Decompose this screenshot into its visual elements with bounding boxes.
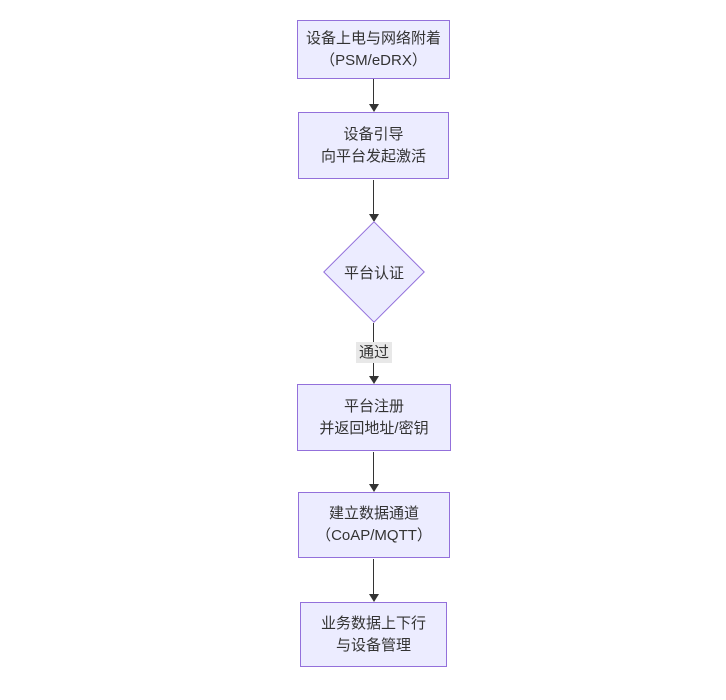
edge-channel-business [373,559,374,594]
node-text-line: 与设备管理 [335,636,411,654]
arrowhead-down-icon [369,104,379,112]
node-business-data: 业务数据上下行 与设备管理 [300,602,447,667]
node-text-line: 平台注册 [343,397,404,415]
node-text-line: 设备引导 [343,125,404,143]
node-power-attach: 设备上电与网络附着 （PSM/eDRX） [297,20,450,79]
arrowhead-down-icon [369,484,379,492]
node-text-line: 设备上电与网络附着 [305,29,441,47]
node-register: 平台注册 并返回地址/密钥 [297,384,451,451]
node-text-line: （PSM/eDRX） [320,51,427,69]
node-text-line: 向平台发起激活 [320,147,426,165]
node-text-line: 业务数据上下行 [320,614,426,632]
node-text-line: （CoAP/MQTT） [316,527,432,544]
node-data-channel: 建立数据通道 （CoAP/MQTT） [298,492,450,558]
arrowhead-down-icon [369,376,379,384]
decision-label: 平台认证 [343,264,404,282]
edge-bootstrap-auth [373,180,374,214]
arrowhead-down-icon [369,214,379,222]
arrowhead-down-icon [369,594,379,602]
node-text-line: 并返回地址/密钥 [319,419,429,437]
node-text-line: 建立数据通道 [328,505,419,522]
edge-label-pass: 通过 [355,342,393,363]
edge-register-channel [373,452,374,484]
edge-power-bootstrap [373,79,374,105]
node-bootstrap: 设备引导 向平台发起激活 [298,112,449,179]
